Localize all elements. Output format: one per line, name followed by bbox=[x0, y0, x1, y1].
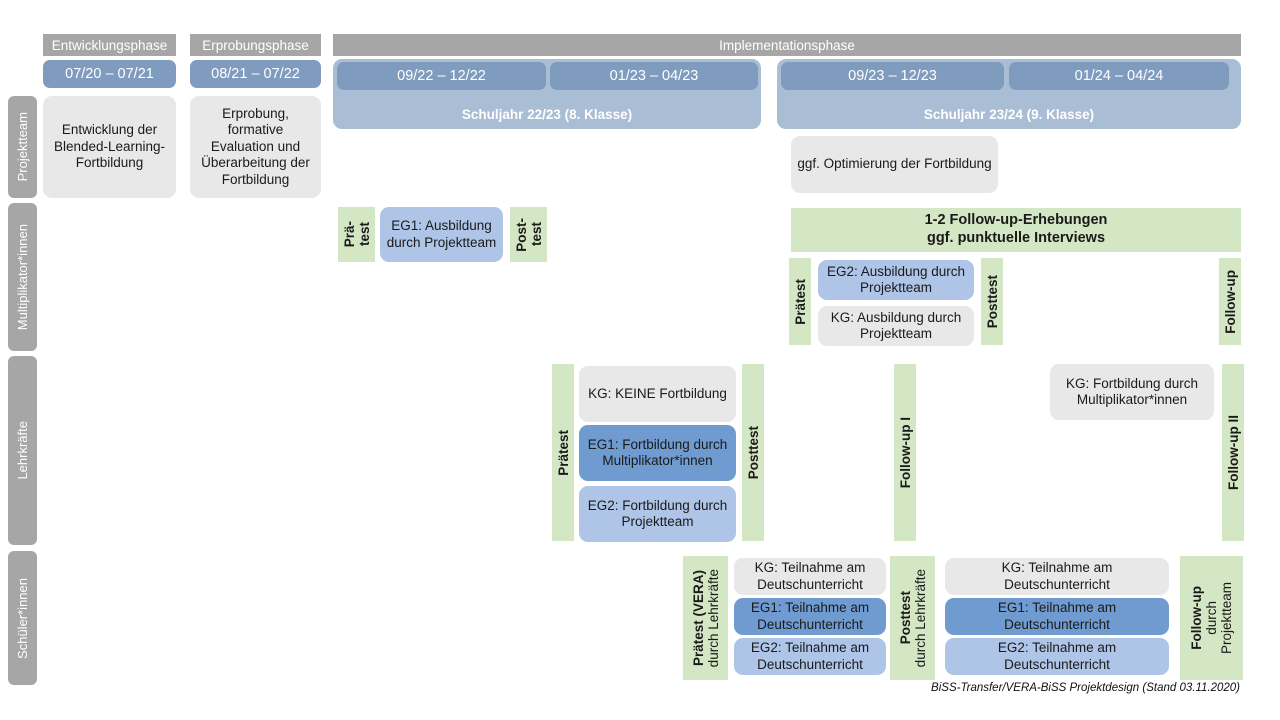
box-optimierung-fortbildung: ggf. Optimierung der Fortbildung bbox=[791, 136, 998, 193]
followup-sub2: Projektteam bbox=[1219, 581, 1234, 655]
strip-praetest-multiplikator-2: Prätest bbox=[789, 258, 811, 345]
praetest-line2: test bbox=[356, 222, 372, 247]
row-label-projektteam: Projektteam bbox=[8, 96, 37, 198]
phase-label: Erprobungsphase bbox=[202, 37, 309, 53]
strip-posttest-schueler: Posttest durch Lehrkräfte bbox=[890, 556, 935, 680]
box-kg-fortbildung-multiplikator: KG: Fortbildung durch Multiplikator*inne… bbox=[1050, 364, 1214, 420]
posttest-line2: test bbox=[528, 222, 544, 247]
phase-label: Entwicklungsphase bbox=[51, 37, 168, 53]
footer-source-note: BiSS-Transfer/VERA-BiSS Projektdesign (S… bbox=[931, 682, 1240, 694]
schoolyear-label: Schuljahr 22/23 (8. Klasse) bbox=[461, 107, 633, 122]
box-schueler-left-eg1: EG1: Teilnahme am Deutschunterricht bbox=[734, 598, 886, 635]
strip-followup-1-lehrkraefte: Follow-up I bbox=[894, 364, 916, 541]
row-label-schueler: Schüler*innen bbox=[8, 551, 37, 685]
praetest-vera-sub: durch Lehrkräfte bbox=[705, 568, 721, 668]
date-label: 09/22 – 12/22 bbox=[397, 68, 486, 84]
date-label: 08/21 – 07/22 bbox=[211, 66, 300, 82]
strip-followup-schueler: Follow-up durch Projektteam bbox=[1180, 556, 1243, 680]
strip-posttest-multiplikator: Post- test bbox=[510, 207, 547, 262]
box-schueler-right-eg2: EG2: Teilnahme am Deutschunterricht bbox=[945, 638, 1169, 675]
date-chip-09-23: 09/23 – 12/23 bbox=[781, 62, 1004, 90]
date-chip-07-20: 07/20 – 07/21 bbox=[43, 60, 176, 88]
banner-line2: ggf. punktuelle Interviews bbox=[926, 230, 1106, 246]
date-chip-09-22: 09/22 – 12/22 bbox=[337, 62, 546, 90]
date-chip-01-24: 01/24 – 04/24 bbox=[1009, 62, 1229, 90]
strip-posttest-lehrkraefte: Posttest bbox=[742, 364, 764, 541]
banner-line1: 1-2 Follow-up-Erhebungen bbox=[924, 212, 1108, 229]
date-label: 07/20 – 07/21 bbox=[65, 66, 154, 82]
date-label: 09/23 – 12/23 bbox=[848, 68, 937, 84]
phase-label: Implementationsphase bbox=[719, 37, 855, 53]
posttest-line1: Post- bbox=[513, 217, 529, 252]
phase-bar-erprobungsphase: Erprobungsphase bbox=[190, 34, 321, 56]
strip-posttest-multiplikator-2: Posttest bbox=[981, 258, 1003, 345]
box-schueler-left-eg2: EG2: Teilnahme am Deutschunterricht bbox=[734, 638, 886, 675]
box-kg-keine-fortbildung: KG: KEINE Fortbildung bbox=[579, 366, 736, 422]
box-erprobung-evaluation: Erprobung, formative Evaluation und Über… bbox=[190, 96, 321, 198]
row-label-multiplikator: Multiplikator*innen bbox=[8, 203, 37, 351]
phase-bar-implementationsphase: Implementationsphase bbox=[333, 34, 1241, 56]
banner-followup-erhebungen: 1-2 Follow-up-Erhebungen ggf. punktuelle… bbox=[791, 208, 1241, 252]
date-chip-01-23: 01/23 – 04/23 bbox=[550, 62, 758, 90]
strip-followup-2-lehrkraefte: Follow-up II bbox=[1222, 364, 1244, 541]
box-schueler-right-eg1: EG1: Teilnahme am Deutschunterricht bbox=[945, 598, 1169, 635]
date-label: 01/24 – 04/24 bbox=[1074, 68, 1164, 84]
row-label-lehrkraefte: Lehrkräfte bbox=[8, 356, 37, 545]
posttest-sub: durch Lehrkräfte bbox=[912, 568, 928, 668]
box-entwicklung-fortbildung: Entwicklung der Blended-Learning-Fortbil… bbox=[43, 96, 176, 198]
box-eg1-fortbildung-multiplikator: EG1: Fortbildung durch Multiplikator*inn… bbox=[579, 425, 736, 481]
followup-sub1: durch bbox=[1204, 601, 1219, 635]
praetest-line1: Prä- bbox=[341, 221, 357, 248]
strip-praetest-vera-schueler: Prätest (VERA) durch Lehrkräfte bbox=[683, 556, 728, 680]
box-eg2-fortbildung-projektteam: EG2: Fortbildung durch Projektteam bbox=[579, 486, 736, 542]
praetest-vera-bold: Prätest (VERA) bbox=[690, 569, 706, 667]
date-label: 01/23 – 04/23 bbox=[609, 68, 699, 84]
followup-bold: Follow-up bbox=[1189, 586, 1204, 650]
schoolyear-label: Schuljahr 23/24 (9. Klasse) bbox=[923, 107, 1095, 122]
box-schueler-right-kg: KG: Teilnahme am Deutschunterricht bbox=[945, 558, 1169, 595]
box-kg-ausbildung-projektteam: KG: Ausbildung durch Projektteam bbox=[818, 306, 974, 346]
box-eg2-ausbildung-projektteam: EG2: Ausbildung durch Projektteam bbox=[818, 260, 974, 300]
date-chip-08-21: 08/21 – 07/22 bbox=[190, 60, 321, 88]
strip-followup-multiplikator: Follow-up bbox=[1219, 258, 1241, 345]
box-eg1-ausbildung-projektteam: EG1: Ausbildung durch Projektteam bbox=[380, 207, 503, 262]
box-schueler-left-kg: KG: Teilnahme am Deutschunterricht bbox=[734, 558, 886, 595]
posttest-bold: Posttest bbox=[897, 591, 913, 645]
phase-bar-entwicklungsphase: Entwicklungsphase bbox=[43, 34, 176, 56]
strip-praetest-multiplikator: Prä- test bbox=[338, 207, 375, 262]
strip-praetest-lehrkraefte: Prätest bbox=[552, 364, 574, 541]
